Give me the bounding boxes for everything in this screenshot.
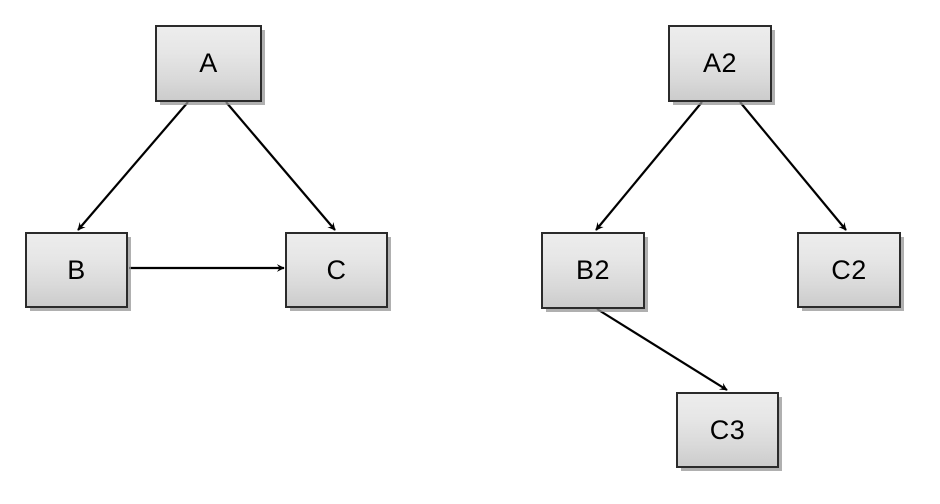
node-a[interactable]: A	[155, 25, 262, 102]
edge-a-to-c	[225, 101, 336, 231]
node-label: C	[326, 254, 347, 285]
node-label: C3	[709, 414, 746, 445]
node-b[interactable]: B	[25, 232, 128, 308]
node-c3[interactable]: C3	[676, 392, 779, 468]
node-label: C2	[831, 254, 867, 285]
node-label: A	[199, 48, 218, 78]
edge-b2-to-c3	[596, 308, 728, 391]
node-label: B2	[575, 255, 611, 285]
node-c2[interactable]: C2	[797, 232, 901, 308]
node-label: B	[67, 254, 86, 285]
node-c[interactable]: C	[285, 232, 388, 308]
edges-group	[77, 101, 847, 391]
edge-a2-to-b2	[595, 101, 703, 231]
edge-a-to-b	[77, 101, 189, 231]
node-b2[interactable]: B2	[541, 232, 645, 309]
node-label: A2	[702, 48, 738, 78]
edge-a2-to-c2	[739, 101, 847, 231]
node-a2[interactable]: A2	[668, 25, 772, 102]
